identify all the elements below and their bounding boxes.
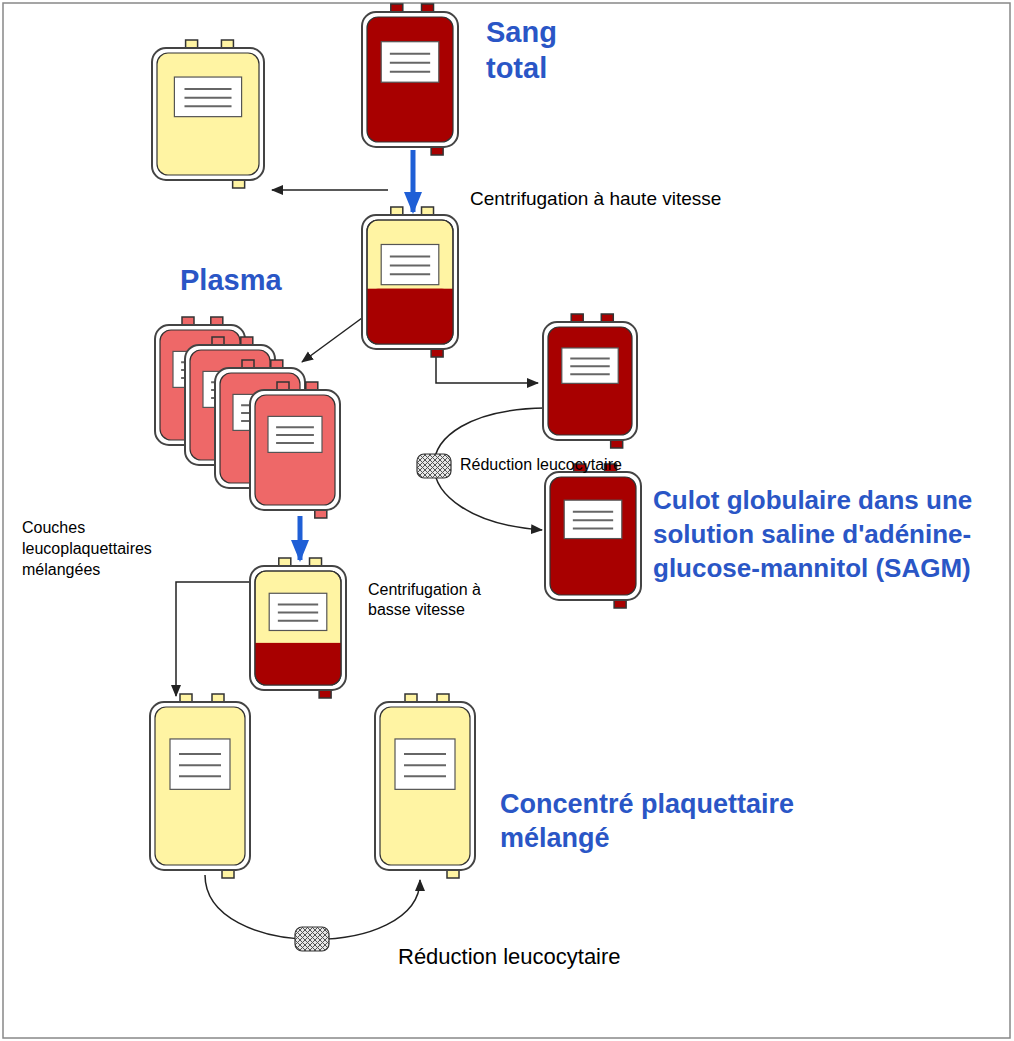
step-label: Réduction leucocytaire xyxy=(398,943,698,971)
filter-icon xyxy=(417,454,451,478)
blood-bag xyxy=(250,382,340,518)
blood-bag xyxy=(375,694,475,878)
blood-bag xyxy=(152,40,264,188)
product-label: Concentré plaquettaire mélangé xyxy=(500,788,800,856)
flow-arrow xyxy=(302,318,362,362)
step-label: Couches leucoplaquettaires mélangées xyxy=(22,518,172,580)
product-label: Sang total xyxy=(486,14,596,87)
filter-icon xyxy=(295,927,329,951)
flow-arrow xyxy=(436,352,538,383)
step-label: Centrifugation à haute vitesse xyxy=(470,187,890,211)
step-label: Centrifugation à basse vitesse xyxy=(368,580,508,620)
process-arrow xyxy=(411,150,416,212)
blood-bag xyxy=(545,464,641,608)
blood-bag xyxy=(362,207,458,357)
flow-arrow xyxy=(272,189,388,191)
blood-bag xyxy=(250,558,346,698)
product-label: Plasma xyxy=(180,262,340,298)
blood-bag xyxy=(362,4,458,155)
blood-bag xyxy=(543,314,637,448)
flow-arrow xyxy=(176,582,250,696)
process-arrow xyxy=(298,516,303,560)
product-label: Culot globulaire dans une solution salin… xyxy=(653,484,1001,585)
blood-bag xyxy=(150,694,250,878)
step-label: Réduction leucocytaire xyxy=(460,455,680,475)
frame xyxy=(3,3,1010,1038)
